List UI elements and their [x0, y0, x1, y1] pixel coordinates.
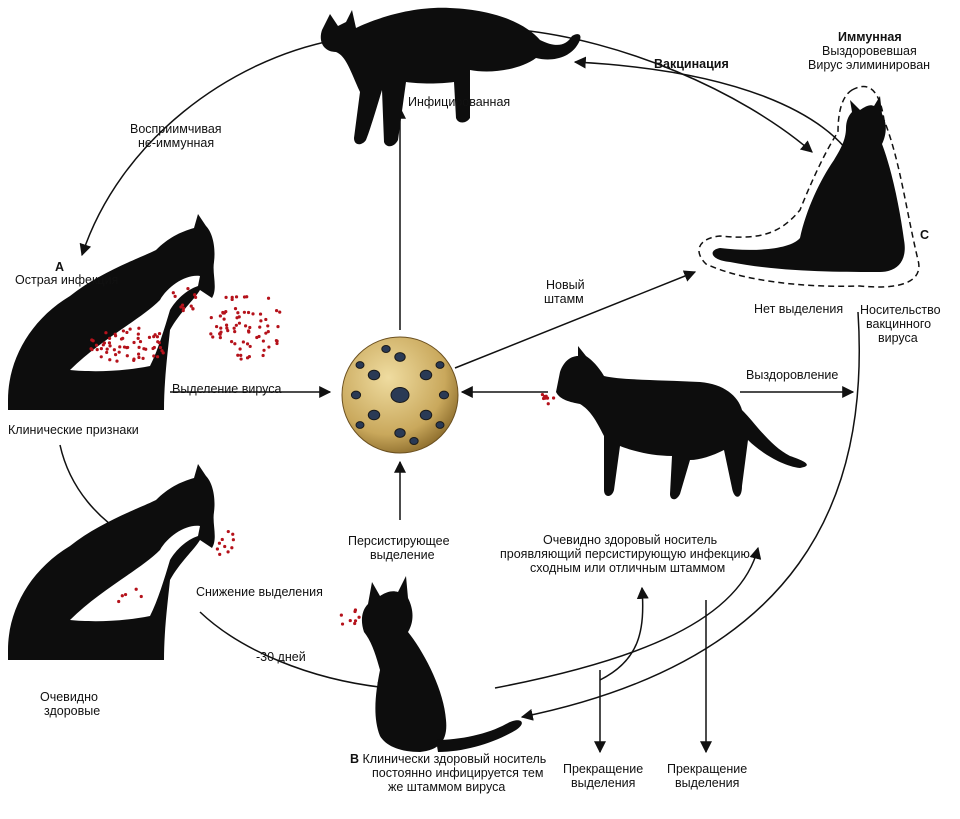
label-apparently-1: Очевидно	[40, 690, 98, 704]
label-new-strain-2: штамм	[544, 292, 584, 306]
label-acute: Острая инфекция	[15, 273, 119, 287]
label-virus-shedding: Выделение вируса	[172, 382, 282, 396]
label-vaccination: Вакцинация	[654, 57, 729, 71]
label-clinical-signs: Клинические признаки	[8, 423, 139, 437]
label-recovery: Выздоровление	[746, 368, 839, 382]
label-vaccine-carrier-1: Носительство	[860, 303, 941, 317]
label-vaccine-carrier-3: вируса	[878, 331, 918, 345]
arc-to-immune	[519, 29, 813, 153]
label-vaccine-carrier-2: вакцинного	[866, 317, 932, 331]
label-persistent-2: выделение	[370, 548, 435, 562]
arc-vaccination	[573, 56, 861, 171]
label-letter-a: A	[55, 260, 65, 274]
label-letter-b: B	[350, 752, 360, 766]
arc-b-to-healthy-inner	[599, 586, 649, 681]
label-b-line1: B Клинически здоровый носитель	[350, 752, 546, 767]
acute-body-cavity	[70, 275, 200, 372]
label-stop1-1: Прекращение	[563, 762, 644, 776]
label-persistent-1: Персистирующее	[348, 534, 450, 548]
label-healthy-carrier-1: Очевидно здоровый носитель	[543, 533, 718, 547]
label-apparently-2: здоровые	[44, 704, 101, 718]
arc-vaccine-carrier	[520, 311, 861, 721]
label-healthy-carrier-3: сходным или отличным штаммом	[530, 561, 726, 575]
cat-immune-icon	[712, 96, 905, 272]
label-stop1-2: выделения	[571, 776, 636, 790]
label-b-line3: же штаммом вируса	[388, 780, 506, 794]
cat-acute-icon	[8, 214, 215, 410]
label-stop2-1: Прекращение	[667, 762, 748, 776]
arc-susceptible	[79, 39, 336, 257]
label-immune-eliminated: Вирус элиминирован	[808, 58, 931, 72]
label-reduced-shedding: Снижение выделения	[196, 585, 323, 599]
arrow-new-strain	[454, 270, 697, 369]
label-no-shedding: Нет выделения	[754, 302, 844, 316]
virus-particles	[89, 286, 556, 626]
label-b-line2: постоянно инфицируется тем	[372, 766, 544, 780]
label-immune-recovered: Выздоровевшая	[822, 44, 917, 58]
calicivirus-virion-icon	[341, 336, 459, 454]
label-stop2-2: выделения	[675, 776, 740, 790]
reduced-body-cavity	[70, 525, 200, 622]
cat-carrier-b-icon	[361, 576, 447, 752]
cat-infected-icon	[320, 7, 581, 147]
cat-carrier-b-tail	[436, 720, 522, 752]
label-susceptible-2: не-иммунная	[138, 136, 215, 150]
label-immune-title: Иммунная	[838, 30, 902, 44]
cat-healthy-carrier-icon	[556, 346, 807, 500]
label-letter-c: C	[920, 228, 930, 242]
label-30-days: -30 дней	[256, 650, 306, 664]
label-healthy-carrier-2: проявляющий персистирующую инфекцию	[500, 547, 750, 561]
arc-30-days	[199, 611, 390, 693]
label-new-strain-1: Новый	[546, 278, 585, 292]
label-infected: Инфицированная	[408, 95, 511, 109]
arc-b-to-healthy	[494, 546, 762, 689]
cat-reduced-icon	[8, 464, 215, 660]
label-b-text-1: Клинически здоровый носитель	[362, 752, 547, 766]
label-susceptible-1: Восприимчивая	[130, 122, 222, 136]
